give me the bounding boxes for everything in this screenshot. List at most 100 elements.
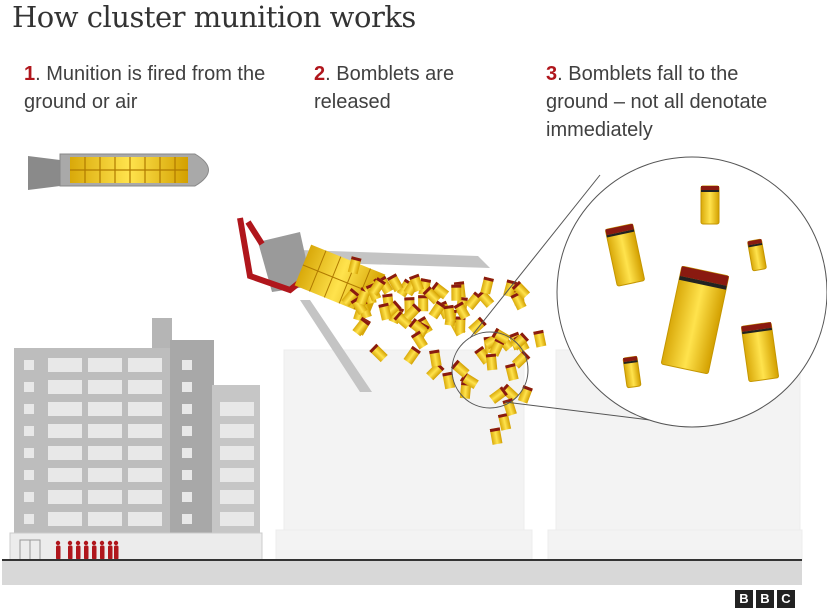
bomblet-icon <box>468 316 487 335</box>
step-number: 2 <box>314 63 326 85</box>
window <box>24 448 34 458</box>
window <box>88 358 122 372</box>
opened-munition-icon <box>237 217 490 392</box>
window <box>128 380 162 394</box>
person-icon <box>91 540 97 560</box>
window <box>220 490 254 504</box>
ghost-building-2 <box>275 349 533 561</box>
bomblet-icon <box>369 343 388 363</box>
bomblet-icon <box>451 284 462 301</box>
window <box>24 426 34 436</box>
window <box>48 380 82 394</box>
window <box>182 492 192 502</box>
step-1: 1. Munition is fired from the ground or … <box>24 60 284 116</box>
window <box>220 446 254 460</box>
window <box>128 490 162 504</box>
bomblet-icon <box>450 359 470 378</box>
step-text: . Munition is fired from the ground or a… <box>24 63 266 113</box>
step-number: 1 <box>24 63 36 85</box>
bomblet-icon <box>352 317 371 337</box>
bomblet-icon <box>661 265 729 375</box>
bomblet-icon <box>428 300 446 320</box>
building <box>9 318 263 561</box>
bomblet-icon <box>410 330 428 350</box>
window <box>88 446 122 460</box>
bomblet-icon <box>489 338 505 357</box>
window <box>182 360 192 370</box>
window <box>48 424 82 438</box>
bomblet-icon <box>393 311 413 330</box>
bomblet-icon <box>443 304 456 323</box>
window <box>88 402 122 416</box>
step-text: . Bomblets fall to the ground – not all … <box>546 63 768 141</box>
people <box>55 540 119 560</box>
bomblet-icon <box>422 286 441 305</box>
step-2: 2. Bomblets are released <box>314 60 514 116</box>
step-3: 3. Bomblets fall to the ground – not all… <box>546 60 806 144</box>
window <box>128 424 162 438</box>
bomblet-icon <box>485 353 498 371</box>
bomblet-icon <box>386 273 404 293</box>
window <box>128 358 162 372</box>
bomblet-icon <box>489 386 508 404</box>
person-icon <box>75 540 81 560</box>
bomblet-icon <box>341 288 360 307</box>
logo-letter: C <box>777 590 795 608</box>
bomblet-icon <box>510 332 529 351</box>
window <box>128 468 162 482</box>
person-icon <box>83 540 89 560</box>
munition-icon <box>28 153 209 190</box>
bomblet-icon <box>378 302 392 321</box>
window <box>24 470 34 480</box>
logo-letter: B <box>756 590 774 608</box>
person-icon <box>113 540 119 560</box>
bomblet-icon <box>368 277 386 297</box>
window <box>24 514 34 524</box>
bomblet-icon <box>403 345 421 365</box>
person-icon <box>99 540 105 560</box>
person-icon <box>67 540 73 560</box>
window <box>48 490 82 504</box>
window <box>128 512 162 526</box>
bomblet-icon <box>741 321 779 383</box>
window <box>182 514 192 524</box>
logo-letter: B <box>735 590 753 608</box>
page-title: How cluster munition works <box>12 0 416 34</box>
window <box>88 490 122 504</box>
bomblet-icon <box>402 303 422 322</box>
window <box>88 424 122 438</box>
window <box>182 404 192 414</box>
window <box>220 512 254 526</box>
window <box>88 380 122 394</box>
bomblet-icon <box>408 318 428 336</box>
bomblet-icon <box>505 363 519 382</box>
bomblets <box>341 256 547 445</box>
window <box>48 402 82 416</box>
bomblet-icon <box>533 329 547 348</box>
window <box>24 360 34 370</box>
magnifier <box>451 156 827 428</box>
bomblet-icon <box>480 276 494 295</box>
person-icon <box>107 540 113 560</box>
window <box>48 358 82 372</box>
bomblet-icon <box>511 280 531 300</box>
person-icon <box>55 540 61 560</box>
bomblet-icon <box>409 273 424 293</box>
window <box>88 512 122 526</box>
bomblet-icon <box>747 238 767 272</box>
window <box>220 468 254 482</box>
window <box>128 402 162 416</box>
bomblet-icon <box>605 223 645 287</box>
bomblet-icon <box>489 427 503 445</box>
ground <box>2 561 802 585</box>
window <box>182 426 192 436</box>
window <box>220 424 254 438</box>
bomblet-icon <box>497 412 512 431</box>
bomblet-icon <box>517 385 533 404</box>
step-text: . Bomblets are released <box>314 63 455 113</box>
window <box>220 402 254 416</box>
bomblet-icon <box>347 256 362 275</box>
window <box>88 468 122 482</box>
bomblet-icon <box>455 316 466 333</box>
